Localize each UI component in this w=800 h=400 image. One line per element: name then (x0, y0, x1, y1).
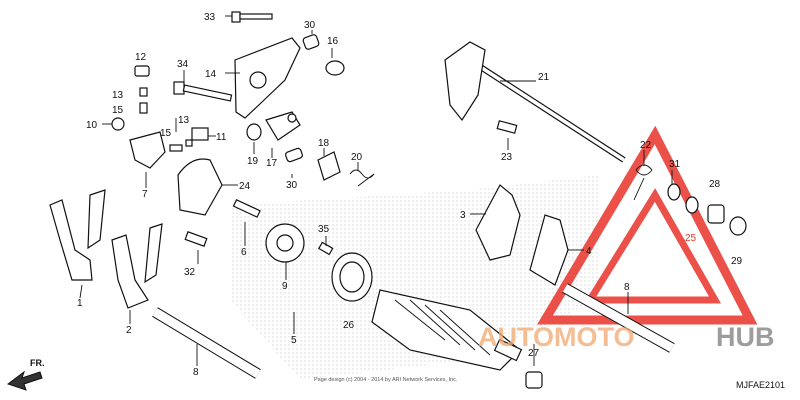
shift-fork-1 (49, 199, 93, 281)
callout-13-left[interactable]: 13 (112, 90, 124, 101)
stopper-arm-7 (129, 131, 166, 169)
callout-14[interactable]: 14 (205, 69, 217, 80)
shift-fork-shaft-8-right (562, 283, 675, 353)
callout-10[interactable]: 10 (86, 120, 98, 131)
washer-31 (667, 183, 681, 201)
callout-32[interactable]: 32 (184, 267, 196, 278)
callout-19[interactable]: 19 (247, 156, 259, 167)
callout-6[interactable]: 6 (241, 247, 247, 258)
callout-20[interactable]: 20 (351, 152, 363, 163)
spring-15-top (139, 102, 148, 114)
watermark-triangle-inner (583, 188, 722, 304)
stopper-plate-14 (234, 37, 301, 119)
oil-seal-25 (685, 196, 699, 214)
front-direction-label: FR. (30, 358, 45, 368)
callout-23[interactable]: 23 (501, 152, 513, 163)
washer-19 (246, 123, 262, 141)
drum-shifter-18 (317, 151, 341, 181)
callout-18[interactable]: 18 (318, 138, 330, 149)
callout-3[interactable]: 3 (460, 210, 466, 221)
callout-27[interactable]: 27 (528, 348, 540, 359)
collar-16 (325, 60, 345, 76)
callout-labels: 1 2 3 4 5 6 7 8 8 9 10 11 12 13 13 14 15… (77, 12, 743, 378)
leader-lines (79, 15, 673, 366)
callout-4[interactable]: 4 (586, 246, 592, 257)
callout-8-left[interactable]: 8 (193, 367, 199, 378)
shift-fork-4 (529, 214, 569, 286)
pin-35 (317, 241, 334, 256)
shift-fork-1-arm (87, 189, 106, 250)
bracket-11 (191, 127, 209, 141)
shift-drum-center-9 (265, 223, 305, 263)
copyright-notice: Page design (c) 2004 - 2014 by ARI Netwo… (314, 377, 458, 383)
cap-12 (134, 65, 150, 77)
callout-22[interactable]: 22 (640, 140, 652, 151)
washer-29 (729, 216, 747, 236)
callout-30-top[interactable]: 30 (304, 20, 316, 31)
callout-26[interactable]: 26 (343, 320, 355, 331)
callout-33[interactable]: 33 (204, 12, 216, 23)
diagram-code: MJFAE2101 (736, 380, 785, 390)
callout-12[interactable]: 12 (135, 52, 147, 63)
watermark-text-hub: HUB (716, 322, 775, 352)
callout-11[interactable]: 11 (216, 132, 227, 143)
watermark-logo (537, 125, 758, 325)
watermark-triangle-outer (537, 125, 758, 325)
callout-15-mid[interactable]: 15 (160, 128, 172, 139)
callout-21[interactable]: 21 (538, 72, 550, 83)
shift-fork-2 (111, 234, 149, 309)
collar-13-mid (185, 139, 193, 147)
bearing-27 (525, 371, 543, 389)
callout-31[interactable]: 31 (669, 159, 681, 170)
spring-plate-24 (177, 158, 223, 216)
callout-29[interactable]: 29 (731, 256, 743, 267)
shift-fork-shaft-8-left (152, 307, 261, 379)
needle-bearing-28 (707, 204, 725, 224)
callout-2[interactable]: 2 (126, 325, 132, 336)
watermark-text-automoto: AUTOMOTO (478, 322, 635, 352)
spring-20 (349, 169, 375, 187)
pin-30-mid (285, 147, 303, 163)
callout-28[interactable]: 28 (709, 179, 721, 190)
front-direction-arrow: FR. (6, 358, 45, 391)
callout-34[interactable]: 34 (177, 59, 189, 70)
washer-10 (111, 117, 125, 131)
bolt-6 (232, 198, 261, 218)
bolt-34 (173, 81, 233, 102)
callout-35[interactable]: 35 (318, 224, 330, 235)
arm-17-hole (287, 113, 297, 123)
shift-fork-3 (475, 184, 521, 261)
collar-13-top (139, 87, 148, 97)
callout-5[interactable]: 5 (291, 335, 297, 346)
callout-16[interactable]: 16 (327, 36, 339, 47)
callout-1[interactable]: 1 (77, 298, 83, 309)
callout-15-left[interactable]: 15 (112, 105, 124, 116)
shift-drum-5 (371, 289, 523, 371)
callout-8-right[interactable]: 8 (624, 282, 630, 293)
stopper-plate-14-hole (249, 71, 267, 89)
bolt-33 (231, 11, 273, 23)
gearshift-spindle-21 (444, 41, 626, 163)
spring-15-mid (169, 144, 183, 152)
callout-25[interactable]: 25 (685, 233, 697, 244)
callout-13-mid[interactable]: 13 (178, 115, 190, 126)
return-spring-22 (633, 164, 653, 201)
callout-30-mid[interactable]: 30 (286, 180, 298, 191)
callout-17[interactable]: 17 (266, 158, 278, 169)
pin-30-top (302, 34, 320, 50)
callout-9[interactable]: 9 (282, 281, 288, 292)
bearing-26 (331, 252, 373, 302)
callout-24[interactable]: 24 (239, 181, 251, 192)
callout-7[interactable]: 7 (142, 189, 148, 200)
bolt-23 (496, 120, 518, 134)
bolt-32 (184, 231, 208, 247)
shift-fork-2-arm (144, 223, 163, 284)
